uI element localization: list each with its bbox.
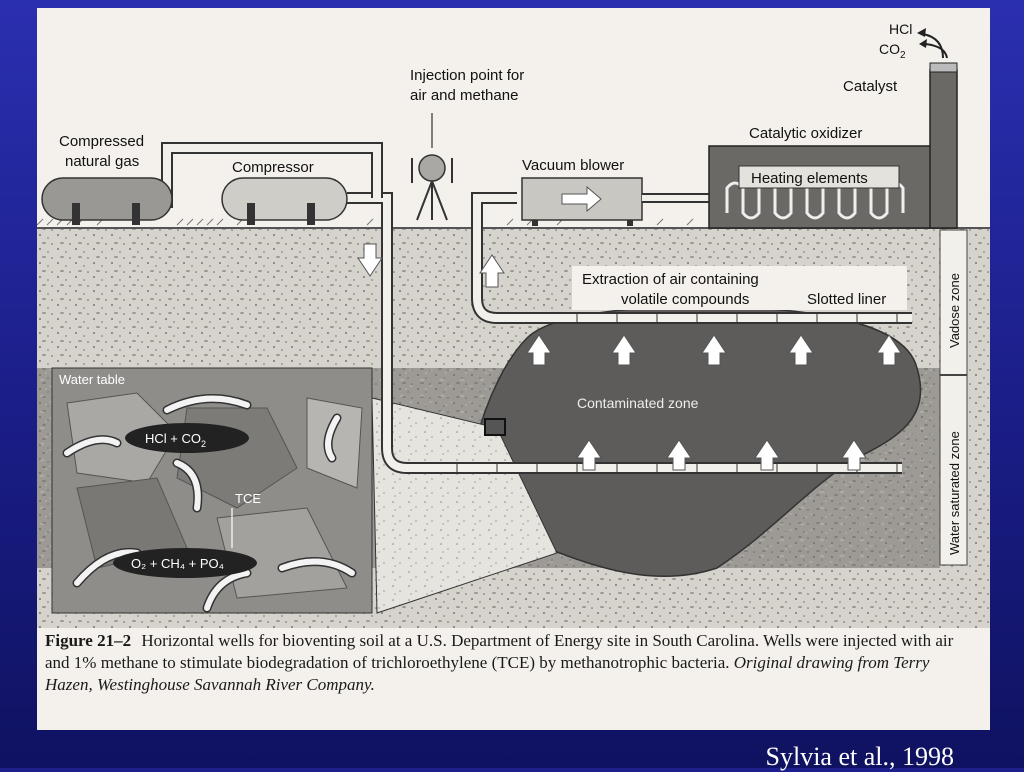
co2-output-label: CO	[879, 41, 900, 57]
svg-text:CO2: CO2	[879, 41, 906, 61]
catalyst-label: Catalyst	[843, 78, 898, 95]
injection-label-line2: air and methane	[410, 87, 518, 104]
gas-tank	[41, 177, 173, 221]
zoom-wedge	[371, 397, 558, 614]
hcl-output-label: HCl	[889, 21, 912, 37]
injection-pipe	[347, 194, 902, 472]
injection-stand	[416, 180, 448, 221]
heating-elements-label: Heating elements	[751, 170, 868, 187]
hcl-co2-text: HCl + CO	[145, 431, 201, 446]
gas-tank-label-line2: natural gas	[65, 153, 139, 170]
nutrient-label: O₂ + CH₄ + PO₄	[131, 556, 224, 571]
contaminated-zone-label: Contaminated zone	[577, 395, 699, 411]
gas-tank-label-line1: Compressed	[59, 133, 144, 150]
heating-coils	[725, 181, 905, 220]
hcl-co2-bubble	[125, 423, 249, 453]
co2-output-subscript: 2	[900, 50, 906, 61]
extraction-pipe	[473, 194, 912, 322]
extraction-label-line2: volatile compounds	[621, 291, 749, 308]
extraction-label-line1: Extraction of air containing	[582, 271, 759, 288]
caption-attribution: Original drawing from Terry Hazen, Westi…	[45, 653, 930, 694]
tce-label: TCE	[235, 491, 261, 506]
water-zone-panel	[939, 374, 968, 566]
caption-text: Horizontal wells for bioventing soil at …	[45, 631, 954, 672]
figure-number: Figure 21–2	[45, 631, 132, 650]
inset-marker	[484, 418, 506, 436]
compressor-label: Compressor	[232, 159, 314, 176]
slotted-liner-label: Slotted liner	[807, 291, 886, 308]
upper-well-slots	[576, 313, 898, 323]
soil-particles	[66, 392, 363, 599]
figure-panel: Vadose zone Water saturated zone Contami…	[37, 8, 990, 730]
injection-head	[418, 154, 446, 182]
figure-caption: Figure 21–2 Horizontal wells for biovent…	[45, 630, 975, 696]
gas-pipe	[163, 144, 381, 208]
flow-arrows	[357, 243, 902, 471]
catalytic-oxidizer-label: Catalytic oxidizer	[749, 125, 862, 142]
water-saturated-zone-label: Water saturated zone	[947, 431, 962, 555]
nutrient-bubble	[113, 548, 257, 578]
blower-arrow	[561, 185, 602, 213]
vadose-zone-panel	[939, 229, 968, 376]
compressor	[221, 177, 348, 221]
source-credit: Sylvia et al., 1998	[765, 742, 954, 771]
vadose-zone-label: Vadose zone	[947, 273, 962, 348]
bioventing-diagram: Vadose zone Water saturated zone Contami…	[37, 21, 990, 628]
co2-arrow	[924, 43, 948, 59]
svg-text:HCl + CO2: HCl + CO2	[145, 431, 206, 449]
vacuum-blower-label: Vacuum blower	[522, 157, 624, 174]
heating-elements-box	[738, 165, 900, 189]
injection-label-line1: Injection point for	[410, 67, 524, 84]
bacteria	[62, 394, 357, 613]
hcl-arrow	[922, 33, 944, 59]
water-table-label: Water table	[59, 372, 125, 387]
extraction-label-box	[572, 266, 907, 310]
exhaust-stack	[929, 69, 958, 229]
hcl-co2-subscript: 2	[201, 439, 206, 449]
